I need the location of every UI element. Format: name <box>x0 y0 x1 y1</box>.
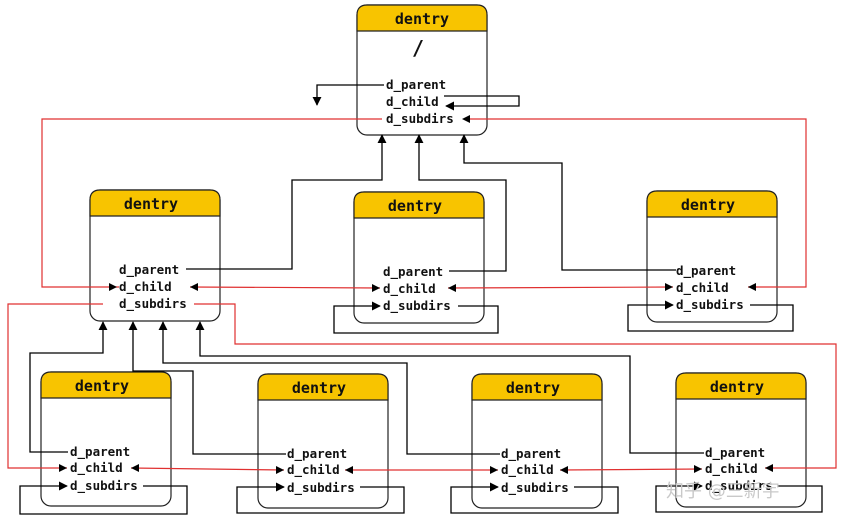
l2-3-parent-arrow <box>158 321 500 455</box>
arrowhead <box>345 466 353 474</box>
l2-4-parent-arrow <box>195 321 704 454</box>
root-parent-arrow <box>312 84 384 106</box>
watermark: 知乎 @三新宇 <box>666 481 780 502</box>
l2-4-subdirs-self-loop <box>655 481 823 513</box>
arrowhead <box>748 283 756 291</box>
dentry-box-l2-3: dentry d_parent d_child d_subdirs <box>471 373 603 509</box>
arrowhead <box>462 115 470 123</box>
field-d-subdirs: d_subdirs <box>70 478 138 494</box>
field-d-subdirs: d_subdirs <box>119 296 187 312</box>
field-d-child: d_child <box>287 462 340 478</box>
field-d-subdirs: d_subdirs <box>383 298 451 314</box>
l1-right-subdirs-self-loop <box>627 300 794 332</box>
arrowhead <box>448 284 456 292</box>
field-d-child: d_child <box>705 461 758 477</box>
dentry-box-l2-4: dentry d_parent d_child d_subdirs <box>675 372 807 508</box>
arrowhead <box>190 283 198 291</box>
field-d-child: d_child <box>386 94 439 110</box>
l2-2-parent-arrow <box>128 321 286 455</box>
field-d-subdirs: d_subdirs <box>287 480 355 496</box>
field-d-child: d_child <box>383 281 436 297</box>
box-title: dentry <box>395 10 449 28</box>
root-child-self-loop <box>444 95 520 111</box>
l2-sibling-ring-right <box>194 303 837 469</box>
arrowhead <box>109 283 117 291</box>
box-title: dentry <box>506 379 560 397</box>
arrowhead <box>560 466 568 474</box>
arrowhead <box>765 464 773 472</box>
l1-right-parent-arrow <box>459 134 676 271</box>
field-d-parent: d_parent <box>70 444 130 460</box>
arrowhead <box>59 464 67 472</box>
arrowhead <box>665 283 673 291</box>
field-d-subdirs: d_subdirs <box>705 478 773 494</box>
l1-sibling-link-b <box>447 286 674 289</box>
box-title: dentry <box>75 377 129 395</box>
field-d-subdirs: d_subdirs <box>676 297 744 313</box>
dentry-box-root: dentry / d_parent d_child d_subdirs <box>356 4 488 136</box>
box-title: dentry <box>681 196 735 214</box>
l1-middle-subdirs-self-loop <box>333 301 499 334</box>
l2-1-subdirs-self-loop <box>19 481 188 515</box>
dentry-box-l1-right: dentry d_parent d_child d_subdirs <box>646 190 778 323</box>
root-label: / <box>412 36 424 60</box>
arrowhead <box>131 464 139 472</box>
l1-sibling-ring-right <box>464 118 807 288</box>
dentry-box-l1-left: dentry d_parent d_child d_subdirs <box>89 189 221 322</box>
dentry-box-l1-middle: dentry d_parent d_child d_subdirs <box>353 191 485 324</box>
l1-left-parent-arrow <box>186 134 387 270</box>
arrowhead <box>694 465 702 473</box>
l2-sibling-link-c <box>559 468 703 471</box>
l2-2-subdirs-self-loop <box>236 482 405 514</box>
field-d-parent: d_parent <box>119 262 179 278</box>
field-d-child: d_child <box>70 460 123 476</box>
l1-sibling-link-a <box>189 286 381 289</box>
field-d-parent: d_parent <box>287 446 347 462</box>
l2-1-parent-arrow <box>29 321 108 453</box>
box-title: dentry <box>710 378 764 396</box>
field-d-subdirs: d_subdirs <box>386 111 454 127</box>
field-d-parent: d_parent <box>383 264 443 280</box>
field-d-parent: d_parent <box>501 446 561 462</box>
field-d-child: d_child <box>676 280 729 296</box>
box-title: dentry <box>292 379 346 397</box>
field-d-child: d_child <box>501 462 554 478</box>
arrowhead <box>372 284 380 292</box>
dentry-box-l2-1: dentry d_parent d_child d_subdirs <box>40 371 172 507</box>
l2-sibling-link-a <box>130 467 285 471</box>
l2-sibling-ring-left <box>7 303 103 469</box>
field-d-child: d_child <box>119 279 172 295</box>
arrowhead <box>276 466 284 474</box>
field-d-parent: d_parent <box>705 445 765 461</box>
box-title: dentry <box>388 197 442 215</box>
field-d-subdirs: d_subdirs <box>501 480 569 496</box>
l2-3-subdirs-self-loop <box>450 482 619 514</box>
box-title: dentry <box>124 195 178 213</box>
l1-middle-parent-arrow <box>414 134 507 272</box>
field-d-parent: d_parent <box>676 263 736 279</box>
arrowhead <box>490 466 498 474</box>
l1-sibling-ring-left <box>41 118 382 288</box>
dentry-box-l2-2: dentry d_parent d_child d_subdirs <box>257 373 389 509</box>
field-d-parent: d_parent <box>386 77 446 93</box>
